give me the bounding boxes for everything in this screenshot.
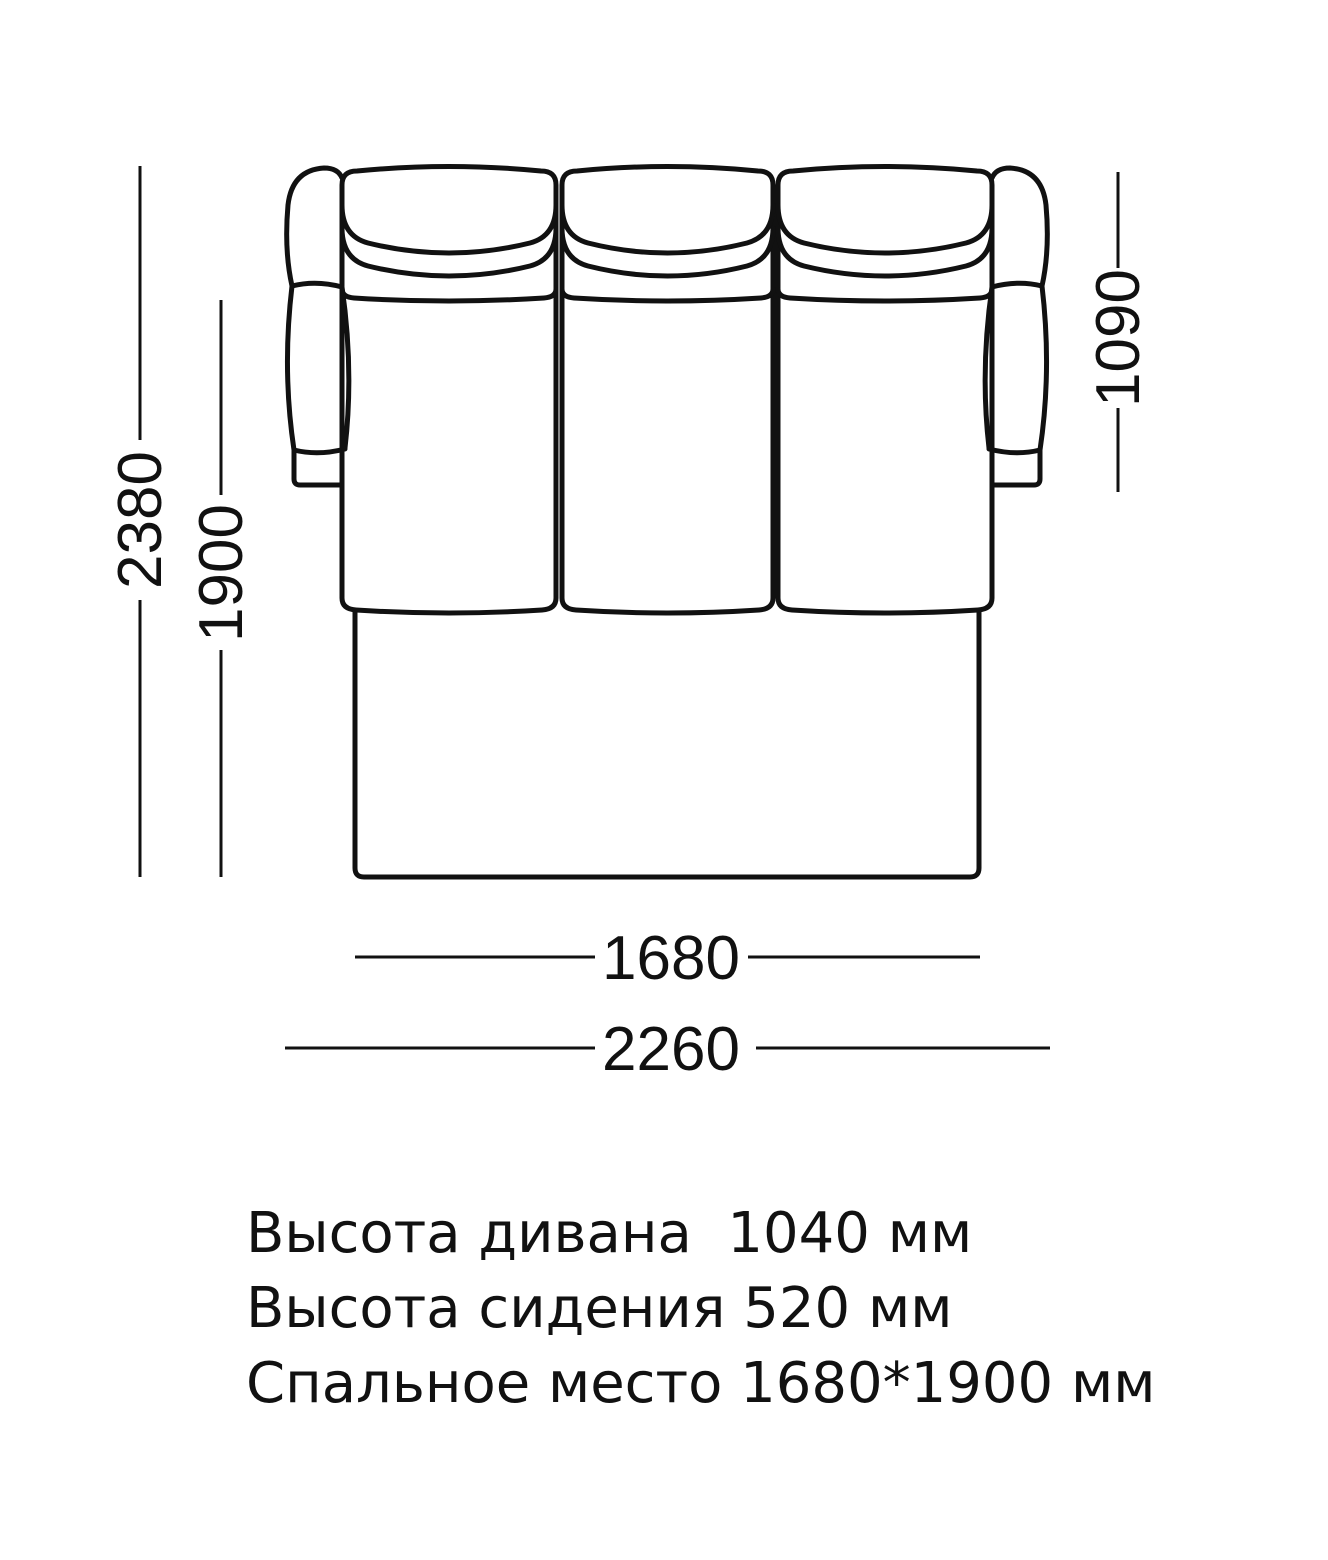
seat-front-edge — [775, 286, 995, 304]
dim-seat-depth: 1090 — [1084, 269, 1153, 407]
seat-module-1 — [339, 164, 559, 616]
sofa-drawing — [284, 164, 1050, 880]
back-cushion-top — [775, 202, 995, 256]
seat-front-edge — [339, 286, 559, 304]
seat-module-2 — [559, 164, 776, 616]
back-cushion-top — [559, 202, 776, 256]
dim-bed-width: 1680 — [602, 924, 740, 993]
back-cushion-top — [339, 202, 559, 256]
back-cushion-bottom — [775, 225, 995, 279]
dim-total-depth: 2380 — [106, 451, 175, 589]
seat-front-edge — [559, 286, 776, 304]
spec-sleeping-area: Спальное место 1680*1900 мм — [246, 1351, 1156, 1416]
module-outline — [339, 164, 559, 616]
spec-seat-height: Высота сидения 520 мм — [246, 1276, 953, 1341]
specifications: Высота дивана 1040 мм Высота сидения 520… — [246, 1196, 1155, 1421]
module-outline — [559, 164, 776, 616]
seat-module-3 — [775, 164, 995, 616]
dim-total-width: 2260 — [602, 1015, 740, 1084]
back-cushion-bottom — [559, 225, 776, 279]
dim-bed-length: 1900 — [187, 504, 256, 642]
sleeping-area — [352, 609, 982, 880]
back-cushion-bottom — [339, 225, 559, 279]
module-outline — [775, 164, 995, 616]
dimension-lines: 2380 1900 1090 1680 2260 — [106, 166, 1153, 1084]
spec-sofa-height: Высота дивана 1040 мм — [246, 1201, 973, 1266]
